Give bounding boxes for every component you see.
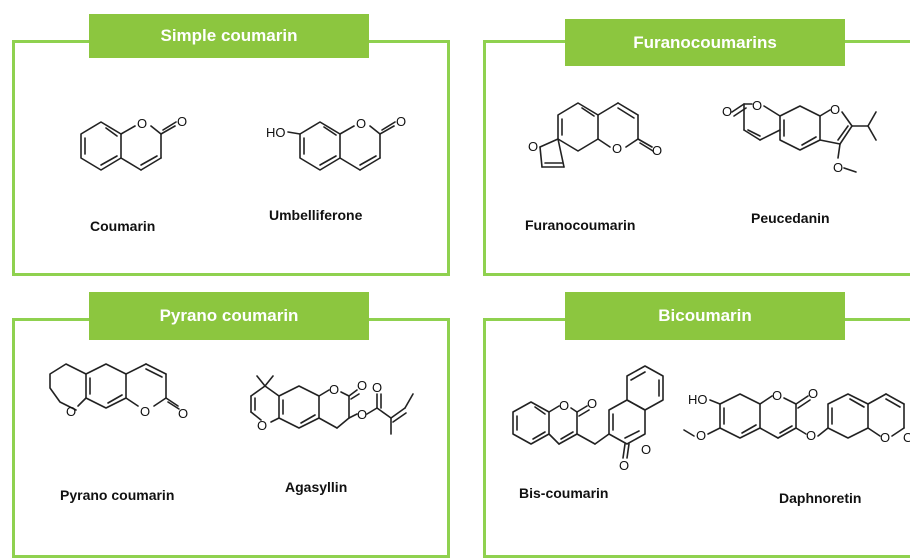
atom-o: O (372, 380, 382, 395)
atom-o: O (641, 442, 651, 457)
label-coumarin: Coumarin (90, 218, 156, 234)
umbelliferone-structure: HO O O (266, 114, 406, 171)
label-bis-coumarin: Bis-coumarin (519, 485, 609, 501)
atom-o: O (140, 404, 150, 419)
daphnoretin-structure: HO O O O O O O (683, 386, 910, 445)
atom-o: O (652, 143, 662, 158)
atom-o: O (806, 428, 816, 443)
atom-o: O (528, 139, 538, 154)
atom-o: O (177, 114, 187, 129)
label-furanocoumarin: Furanocoumarin (525, 217, 636, 233)
atom-o: O (357, 407, 367, 422)
atom-o: O (903, 430, 910, 445)
pyrano-coumarin-structure: O O O (49, 363, 188, 421)
atom-o: O (833, 160, 843, 175)
title-simple-coumarin: Simple coumarin (89, 14, 369, 58)
atom-o: O (696, 428, 706, 443)
atom-o: O (722, 104, 732, 119)
atom-o: O (587, 396, 597, 411)
atom-o: O (396, 114, 406, 129)
atom-o: O (880, 430, 890, 445)
atom-o: O (612, 141, 622, 156)
atom-ho: HO (688, 392, 708, 407)
atom-o: O (772, 388, 782, 403)
label-umbelliferone: Umbelliferone (269, 207, 363, 223)
atom-o: O (752, 98, 762, 113)
atom-o: O (329, 382, 339, 397)
peucedanin-structure: O O O O (722, 98, 877, 175)
label-daphnoretin: Daphnoretin (779, 490, 862, 506)
atom-o: O (137, 116, 147, 131)
atom-o: O (356, 116, 366, 131)
agasyllin-structure: O O O O O (250, 375, 414, 435)
atom-o: O (808, 386, 818, 401)
title-bicoumarin: Bicoumarin (565, 292, 845, 340)
atom-o: O (559, 398, 569, 413)
atom-o: O (257, 418, 267, 433)
title-furanocoumarins: Furanocoumarins (565, 19, 845, 66)
furanocoumarin-structure: O O O (528, 102, 662, 168)
atom-o: O (178, 406, 188, 421)
label-agasyllin: Agasyllin (285, 479, 348, 495)
atom-o: O (830, 102, 840, 117)
coumarin-structure: O O (80, 114, 187, 171)
atom-o: O (66, 404, 76, 419)
bis-coumarin-structure: O O O O (512, 365, 664, 473)
title-pyrano-coumarin: Pyrano coumarin (89, 292, 369, 340)
label-pyrano-coumarin: Pyrano coumarin (60, 487, 175, 503)
atom-ho: HO (266, 125, 286, 140)
atom-o: O (619, 458, 629, 473)
label-peucedanin: Peucedanin (751, 210, 830, 226)
atom-o: O (357, 378, 367, 393)
